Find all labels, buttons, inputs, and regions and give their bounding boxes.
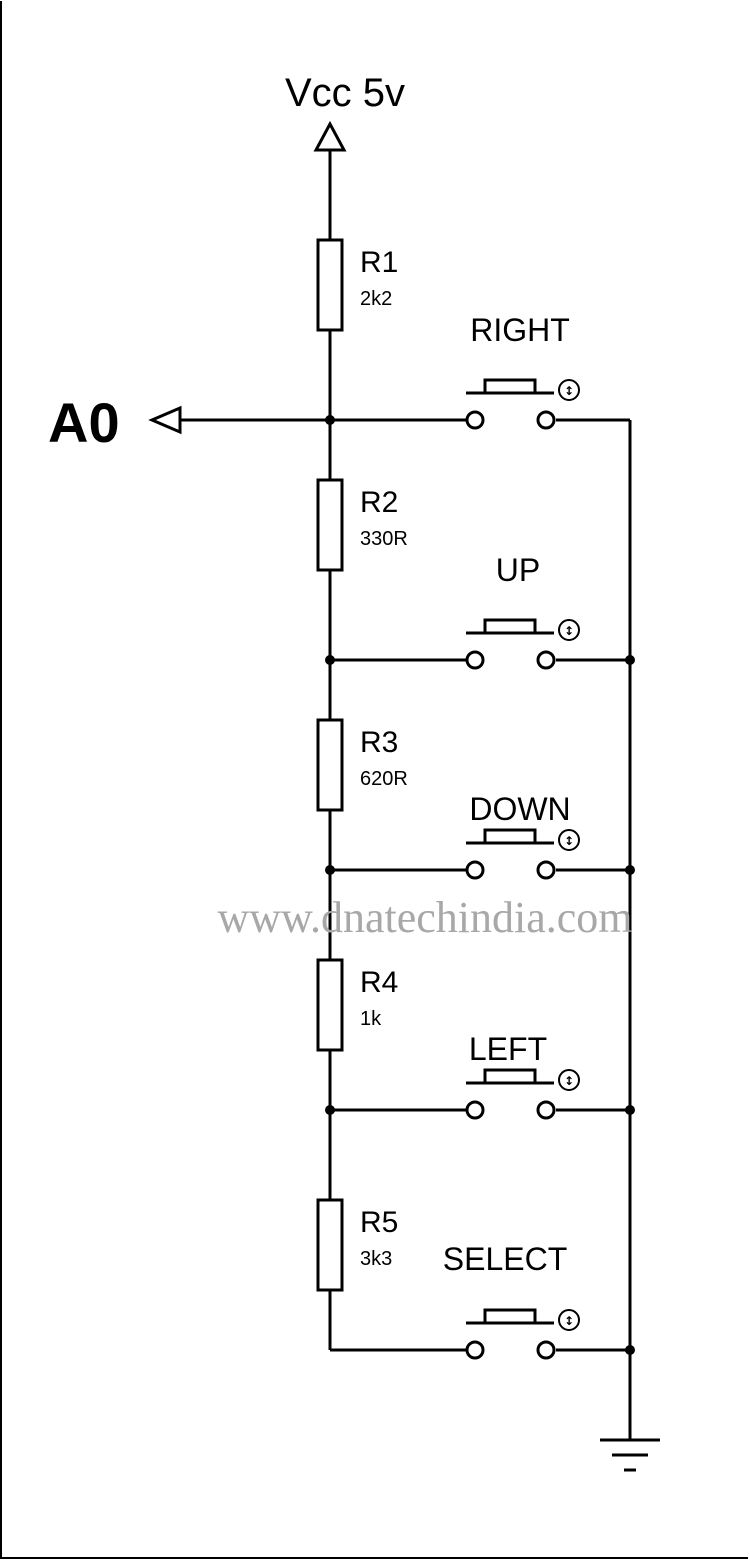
switch-contact [465, 650, 485, 670]
button-label: UP [496, 552, 540, 588]
switch-contact [536, 650, 556, 670]
watermark: www.dnatechindia.com [217, 893, 632, 942]
button-down: DOWN ↕ [330, 791, 630, 880]
switch-contact [465, 860, 485, 880]
resistor-value: 1k [360, 1008, 382, 1030]
switch-contact [536, 1340, 556, 1360]
svg-text:↕: ↕ [564, 624, 574, 638]
up-down-arrow-icon [558, 829, 580, 851]
resistor-value: 3k3 [360, 1248, 392, 1270]
switch-contact [465, 410, 485, 430]
up-down-arrow-icon [558, 1309, 580, 1331]
a0-label: A0 [48, 391, 120, 454]
switch-plunger [466, 828, 554, 845]
button-select: SELECT ↕ [330, 1241, 630, 1360]
switch-plunger [466, 378, 554, 395]
up-down-arrow-icon [558, 1069, 580, 1091]
resistor-body [316, 1198, 344, 1292]
junction-dot [325, 1105, 335, 1115]
button-up: UP ↕ [330, 552, 630, 670]
a0-arrow-icon [148, 405, 182, 435]
ground-icon [600, 1438, 660, 1472]
resistor-name: R4 [360, 966, 398, 999]
button-label: SELECT [443, 1241, 567, 1277]
up-down-arrow-icon [558, 379, 580, 401]
junction-dot [325, 655, 335, 665]
switch-contact [465, 1100, 485, 1120]
vcc-arrow-icon [313, 120, 347, 152]
junction-dot [625, 655, 635, 665]
resistor-name: R3 [360, 726, 398, 759]
switch-plunger [466, 618, 554, 635]
switch-contact [536, 1100, 556, 1120]
junction-dot [325, 415, 335, 425]
resistor-r3: R3 620R [316, 718, 408, 812]
resistor-r2: R2 330R [316, 478, 408, 572]
svg-text:↕: ↕ [564, 1314, 574, 1328]
svg-text:↕: ↕ [564, 384, 574, 398]
vcc-label: Vcc 5v [285, 71, 405, 115]
switch-contact [536, 860, 556, 880]
resistor-body [316, 718, 344, 812]
svg-text:↕: ↕ [564, 1074, 574, 1088]
switch-plunger [466, 1308, 554, 1325]
resistor-r4: R4 1k [316, 958, 398, 1052]
resistor-value: 620R [360, 768, 408, 790]
resistor-value: 2k2 [360, 288, 392, 310]
junction-dot [625, 865, 635, 875]
switch-plunger [466, 1068, 554, 1085]
up-down-arrow-icon [558, 619, 580, 641]
resistor-name: R2 [360, 486, 398, 519]
junction-dots [325, 415, 635, 1355]
switch-contact [536, 410, 556, 430]
junction-dot [625, 1345, 635, 1355]
resistor-name: R5 [360, 1206, 398, 1239]
resistor-value: 330R [360, 528, 408, 550]
switch-contact [465, 1340, 485, 1360]
button-label: RIGHT [470, 312, 570, 348]
junction-dot [625, 1105, 635, 1115]
resistor-body [316, 958, 344, 1052]
resistor-r5: R5 3k3 [316, 1198, 398, 1292]
svg-text:↕: ↕ [564, 834, 574, 848]
button-label: LEFT [469, 1031, 547, 1067]
junction-dot [325, 865, 335, 875]
button-label: DOWN [469, 791, 570, 827]
button-right: RIGHT ↕ [330, 312, 630, 430]
resistor-r1: R1 2k2 [316, 238, 398, 332]
resistor-name: R1 [360, 246, 398, 279]
resistor-body [316, 478, 344, 572]
button-left: LEFT ↕ [330, 1031, 630, 1120]
resistor-body [316, 238, 344, 332]
